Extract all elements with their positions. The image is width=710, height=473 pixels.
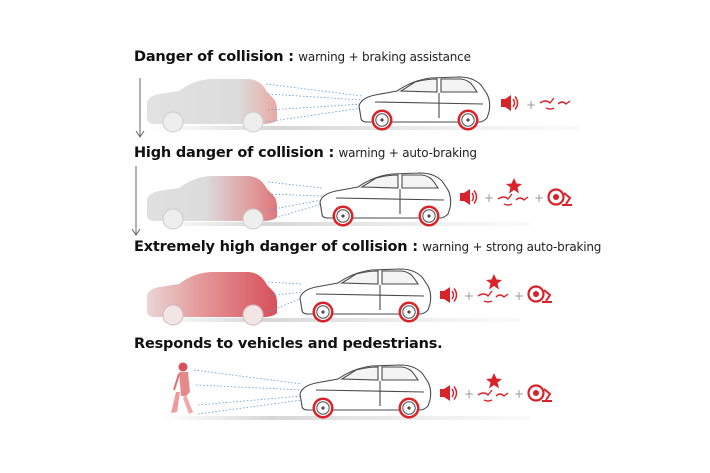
road-surface [160,416,530,420]
scene-4-heading: Responds to vehicles and pedestrians. [134,336,443,352]
scene-2-detail: warning + auto-braking [338,146,478,160]
flow-arrow-1 [135,78,145,138]
road-surface [150,318,520,322]
scene-2: + + [147,172,574,230]
scene-4-actions: + + [439,373,554,403]
brake-pedal-icon [539,97,571,110]
brake-impact-icon [486,274,502,290]
plus-sign: + [464,387,474,401]
sensor-beams [265,83,363,123]
scene-2-heading: High danger of collision : warning + aut… [134,145,477,161]
plus-sign: + [464,289,474,303]
brake-impact-icon [506,178,522,194]
brake-pedal-icon [477,389,509,402]
scene-3-title: Extremely high danger of collision : [134,239,418,255]
scene-1-heading: Danger of collision : warning + braking … [134,49,471,65]
brake-pedal-icon [497,193,529,206]
sensor-beams [267,181,323,221]
plus-sign: + [534,191,544,205]
plus-sign: + [526,98,536,112]
plus-sign: + [514,289,524,303]
wheel-brake-icon [527,384,554,403]
ego-vehicle [319,172,452,227]
alert-sound-icon [500,94,519,112]
scene-3-heading: Extremely high danger of collision : war… [134,239,601,255]
ego-vehicle [299,268,432,323]
scene-2-actions: + + [459,178,574,207]
wheel-brake-icon [527,285,554,304]
road-surface [150,126,580,130]
scene-4: + + [160,362,554,420]
scene-1-title: Danger of collision : [134,49,294,65]
sensor-beams [267,281,303,313]
scene-3-detail: warning + strong auto-braking [422,240,602,254]
ego-vehicle [299,364,432,419]
scene-1-detail: warning + braking assistance [298,50,471,64]
scene-2-title: High danger of collision : [134,145,335,161]
scene-3: + + [147,268,554,326]
lead-vehicle [147,79,277,133]
alert-sound-icon [439,286,458,304]
scene-1: + [147,76,580,133]
alert-sound-icon [439,384,458,402]
wheel-brake-icon [547,188,574,207]
plus-sign: + [514,387,524,401]
scene-1-actions: + [500,94,571,112]
pedestrian-icon [171,362,193,414]
sensor-beams [193,369,303,415]
ego-vehicle [358,76,491,131]
scene-3-actions: + + [439,274,554,304]
plus-sign: + [484,191,494,205]
scene-4-title: Responds to vehicles and pedestrians. [134,336,443,352]
lead-vehicle [147,272,277,326]
lead-vehicle [147,176,277,230]
alert-sound-icon [459,188,478,206]
flow-arrow-2 [131,166,141,236]
brake-pedal-icon [477,290,509,303]
brake-impact-icon [486,373,502,389]
